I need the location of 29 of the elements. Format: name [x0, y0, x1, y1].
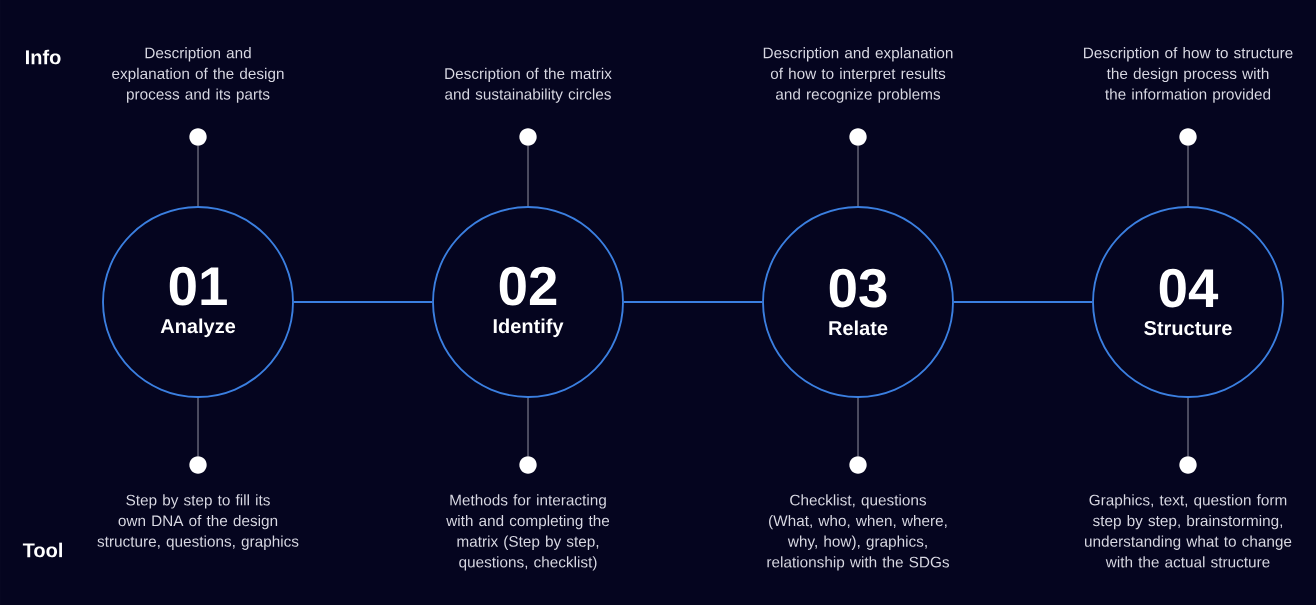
- dot-marker: [519, 128, 537, 146]
- description-text: Checklist, questions (What, who, when, where, why, how), graphics, relationship with the SDGs: [767, 494, 949, 571]
- dot-marker: [849, 456, 867, 474]
- description-text: Methods for interacting with and completing the matrix (Step by step, questions, checklist): [446, 494, 610, 571]
- connector-line: [527, 397, 529, 457]
- dot-marker: [519, 456, 537, 474]
- connector-line: [857, 145, 859, 207]
- connector-line: [1187, 145, 1189, 207]
- connector-line: [197, 145, 199, 207]
- dot-marker: [189, 456, 207, 474]
- description-text: Description and explanation of the design process and its parts: [112, 47, 284, 103]
- connector-line: [623, 301, 763, 303]
- connector-line: [953, 301, 1093, 303]
- description-text: Description and explanation of how to interpret results and recognize problems: [763, 47, 953, 103]
- connector-line: [1187, 397, 1189, 457]
- dot-marker: [1179, 456, 1197, 474]
- connector-line: [527, 145, 529, 207]
- connector-line: [857, 397, 859, 457]
- dot-marker: [849, 128, 867, 146]
- description-text: Description of the matrix and sustainability circles: [445, 67, 612, 103]
- row-label: Info: [26, 49, 61, 65]
- connector-line: [293, 301, 433, 303]
- dot-marker: [189, 128, 207, 146]
- description-text: Graphics, text, question form step by step, brainstorming, understanding what to change with the actual structure: [1085, 494, 1292, 568]
- dot-marker: [1179, 128, 1197, 146]
- connector-line: [197, 397, 199, 457]
- row-label: Tool: [22, 542, 62, 558]
- description-text: Step by step to fill its own DNA of the design structure, questions, graphics: [97, 494, 299, 550]
- description-text: Description of how to structure the design process with the information provided: [1084, 47, 1293, 103]
